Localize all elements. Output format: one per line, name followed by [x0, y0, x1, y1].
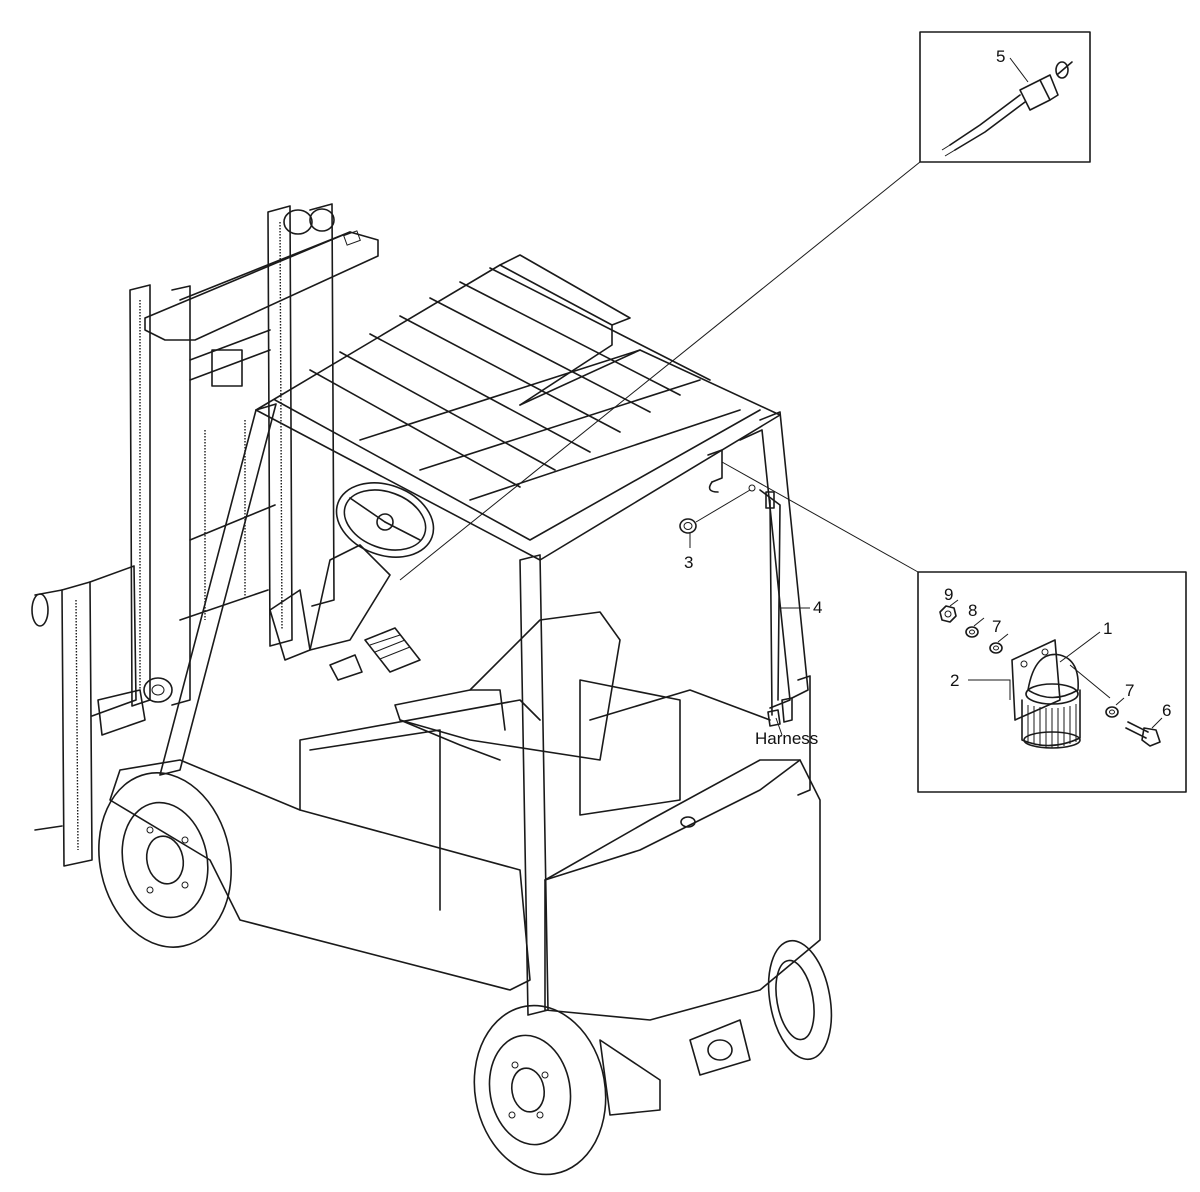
- front-wheel: [98, 772, 232, 948]
- nut-part-3: [679, 518, 697, 534]
- washer-7a: [989, 642, 1003, 654]
- callout-6: 6: [1162, 701, 1171, 720]
- overhead-guard: [159, 254, 809, 1016]
- callout-labels: 5 3 4 Harness 9 8 7 1 2 7 6: [684, 47, 1171, 748]
- harness-wire: [707, 449, 811, 796]
- forklift-illustration: [31, 203, 833, 1176]
- washer-7b: [1105, 706, 1119, 718]
- callout-9: 9: [944, 585, 953, 604]
- bolt-6: [1125, 721, 1161, 747]
- callout-5: 5: [996, 47, 1005, 66]
- detail-box-lamp: [917, 571, 1187, 793]
- washer-8: [965, 626, 979, 638]
- callout-7-bottom: 7: [1125, 681, 1134, 700]
- leader-lines: [399, 57, 1163, 736]
- steering-assembly: [269, 482, 435, 681]
- rear-wheel: [473, 1004, 607, 1176]
- rear-wheel-far: [767, 939, 833, 1061]
- callout-2: 2: [950, 671, 959, 690]
- callout-8: 8: [968, 601, 977, 620]
- callout-3: 3: [684, 553, 693, 572]
- chassis: [109, 611, 821, 1116]
- fork-carriage: [31, 565, 173, 867]
- detail-box-switch: [919, 31, 1091, 163]
- nut-9: [939, 605, 957, 623]
- mast: [129, 203, 379, 707]
- lamp-illustration: [939, 605, 1161, 749]
- callout-harness: Harness: [755, 729, 818, 748]
- callout-4: 4: [813, 598, 822, 617]
- callout-1: 1: [1103, 619, 1112, 638]
- switch-illustration: [941, 61, 1073, 157]
- callout-7-top: 7: [992, 617, 1001, 636]
